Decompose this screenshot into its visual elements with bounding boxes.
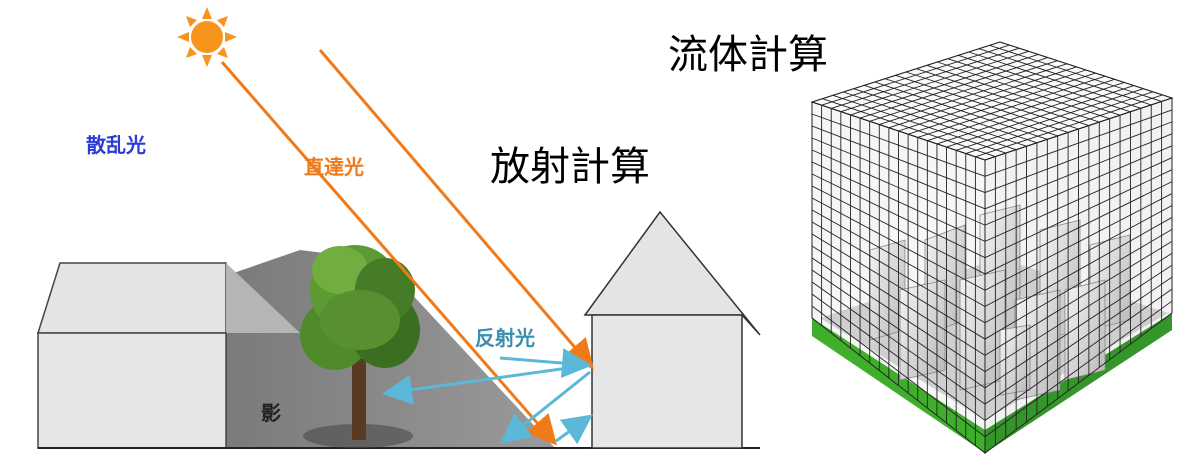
tree-icon bbox=[300, 245, 420, 448]
reflected-light-label: 反射光 bbox=[475, 326, 535, 350]
scattered-light-label: 散乱光 bbox=[86, 133, 146, 157]
fluid-calc-title: 流体計算 bbox=[668, 32, 828, 78]
direct-light-label: 直達光 bbox=[304, 155, 364, 179]
sun-icon bbox=[177, 7, 237, 67]
mesh-cube-icon bbox=[810, 41, 1174, 455]
direct-ray-2 bbox=[318, 49, 594, 370]
reflected-ray-4 bbox=[555, 414, 593, 445]
reflected-ray-1 bbox=[382, 363, 591, 405]
shadow-label: 影 bbox=[261, 401, 281, 425]
reflected-ray-3 bbox=[500, 370, 591, 444]
right-house bbox=[583, 210, 761, 449]
left-house bbox=[36, 262, 300, 449]
radiation-calc-title: 放射計算 bbox=[490, 144, 650, 190]
reflected-ray-2 bbox=[499, 348, 592, 379]
